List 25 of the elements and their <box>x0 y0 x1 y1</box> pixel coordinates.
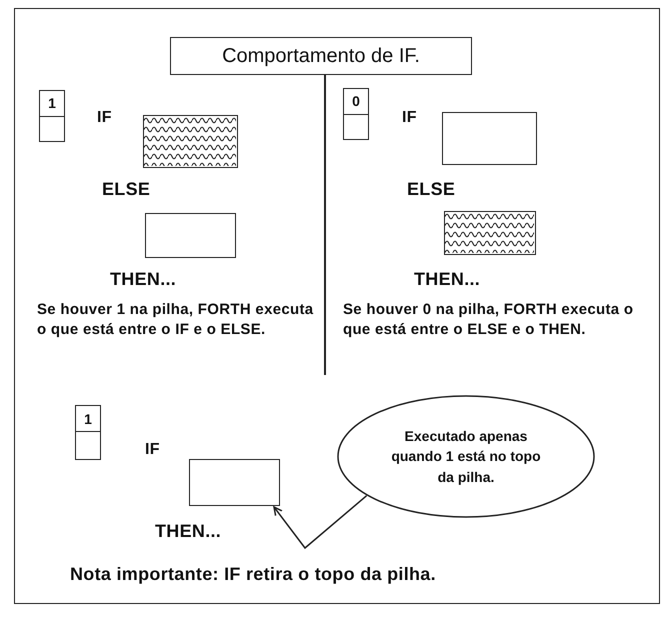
hatched-code-block <box>444 211 536 255</box>
keyword-label: IF <box>402 108 417 128</box>
keyword-label: IF <box>145 440 160 460</box>
keyword-label: ELSE <box>407 178 456 201</box>
code-block <box>189 459 280 506</box>
explanation-text: Se houver 1 na pilha, FORTH executa o que está entre o IF e o ELSE. <box>37 300 314 339</box>
explanation-text: Se houver 0 na pilha, FORTH executa o que está entre o ELSE e o THEN. <box>343 300 634 339</box>
arrow <box>273 495 368 550</box>
keyword-label: Nota importante: IF retira o topo da pilha. <box>70 563 436 586</box>
hatched-code-block <box>143 115 238 168</box>
keyword-label: IF <box>97 108 112 128</box>
stack-box <box>343 88 369 140</box>
keyword-label: ELSE <box>102 178 150 201</box>
keyword-label: THEN... <box>414 268 480 291</box>
callout-text: Executado apenas quando 1 está no topo da pilha. <box>391 427 541 487</box>
stack-box <box>39 90 65 142</box>
keyword-label: THEN... <box>110 268 176 291</box>
stack-value: 1 <box>84 410 92 426</box>
code-block <box>145 213 236 258</box>
title-box: Comportamento de IF. <box>170 37 472 75</box>
code-block <box>442 112 537 165</box>
stack-value: 1 <box>48 95 56 112</box>
stack-box <box>75 405 101 460</box>
keyword-label: THEN... <box>155 520 222 543</box>
stack-value: 0 <box>352 93 360 110</box>
